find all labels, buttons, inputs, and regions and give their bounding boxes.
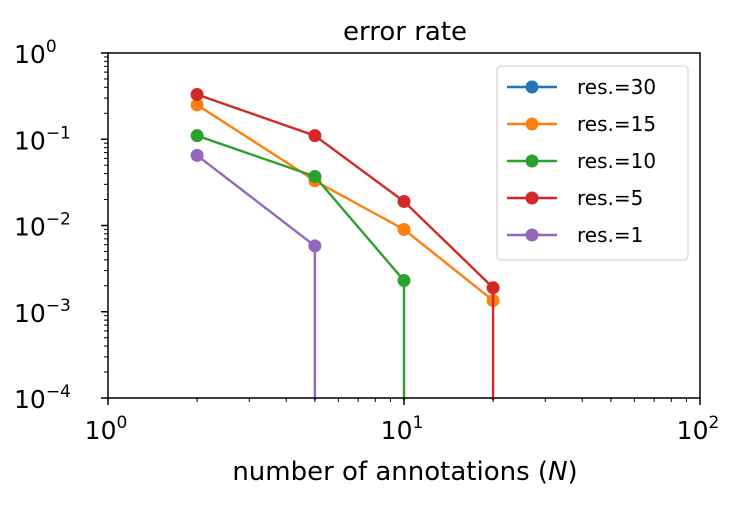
legend-item: res.=5 [507, 186, 643, 210]
legend-item: res.=15 [507, 112, 656, 136]
data-point [308, 129, 322, 143]
legend-label: res.=1 [577, 223, 643, 247]
tick-exponent: −3 [46, 296, 71, 316]
tick-exponent: 2 [708, 413, 719, 433]
legend-label: res.=15 [577, 112, 656, 136]
tick-exponent: 0 [116, 413, 127, 433]
tick-base: 10 [14, 213, 46, 242]
tick-exponent: −1 [46, 123, 71, 143]
legend-marker [525, 228, 539, 242]
x-axis-label-variable: N [548, 457, 567, 487]
legend-marker [525, 191, 539, 205]
x-axis-label-suffix: ) [568, 457, 578, 487]
series-line [196, 134, 406, 400]
data-point [486, 281, 500, 295]
data-point [308, 169, 322, 183]
x-tick-label: 101 [381, 413, 424, 445]
tick-exponent: 0 [46, 37, 57, 57]
x-tick-label: 102 [677, 413, 720, 445]
series-4 [190, 148, 322, 400]
series-line [196, 154, 317, 400]
tick-base: 10 [14, 40, 46, 69]
legend-label: res.=10 [577, 149, 656, 173]
data-point [190, 148, 204, 162]
series-line [196, 103, 494, 302]
data-point [190, 129, 204, 143]
series-3 [190, 88, 500, 400]
legend-items: res.=30 res.=15 res.=10 res.=5 res.=1 [507, 75, 656, 247]
legend-marker [525, 117, 539, 131]
tick-exponent: −4 [46, 382, 71, 402]
legend-item: res.=30 [507, 75, 656, 99]
x-axis-label: number of annotations (N) [232, 457, 577, 487]
legend-item: res.=1 [507, 223, 643, 247]
data-point [397, 194, 411, 208]
tick-base: 10 [677, 416, 709, 445]
legend-marker [525, 80, 539, 94]
x-axis-label-prefix: number of annotations ( [232, 457, 548, 487]
series-2 [190, 129, 411, 400]
x-tick-label: 100 [85, 413, 128, 445]
legend-box [496, 65, 689, 261]
series-line [196, 93, 495, 400]
legend-label: res.=30 [577, 75, 656, 99]
legend-item: res.=10 [507, 149, 656, 173]
tick-base: 10 [85, 416, 117, 445]
y-tick-label: 100 [14, 37, 57, 69]
tick-base: 10 [14, 385, 46, 414]
legend: res.=30 res.=15 res.=10 res.=5 res.=1 [496, 65, 689, 261]
tick-base: 10 [381, 416, 413, 445]
legend-marker [525, 154, 539, 168]
tick-exponent: −2 [46, 210, 71, 230]
y-tick-label: 10−4 [14, 382, 71, 414]
series-1 [190, 98, 500, 308]
tick-base: 10 [14, 126, 46, 155]
data-point [397, 222, 411, 236]
data-point [190, 98, 204, 112]
data-point [308, 239, 322, 253]
y-tick-label: 10−1 [14, 123, 71, 155]
data-point [190, 88, 204, 102]
tick-base: 10 [14, 299, 46, 328]
data-point [397, 274, 411, 288]
tick-exponent: 1 [412, 413, 423, 433]
y-tick-label: 10−3 [14, 296, 71, 328]
legend-label: res.=5 [577, 186, 643, 210]
chart-title: error rate [343, 17, 467, 47]
series-layer [190, 88, 500, 400]
y-tick-label: 10−2 [14, 210, 71, 242]
